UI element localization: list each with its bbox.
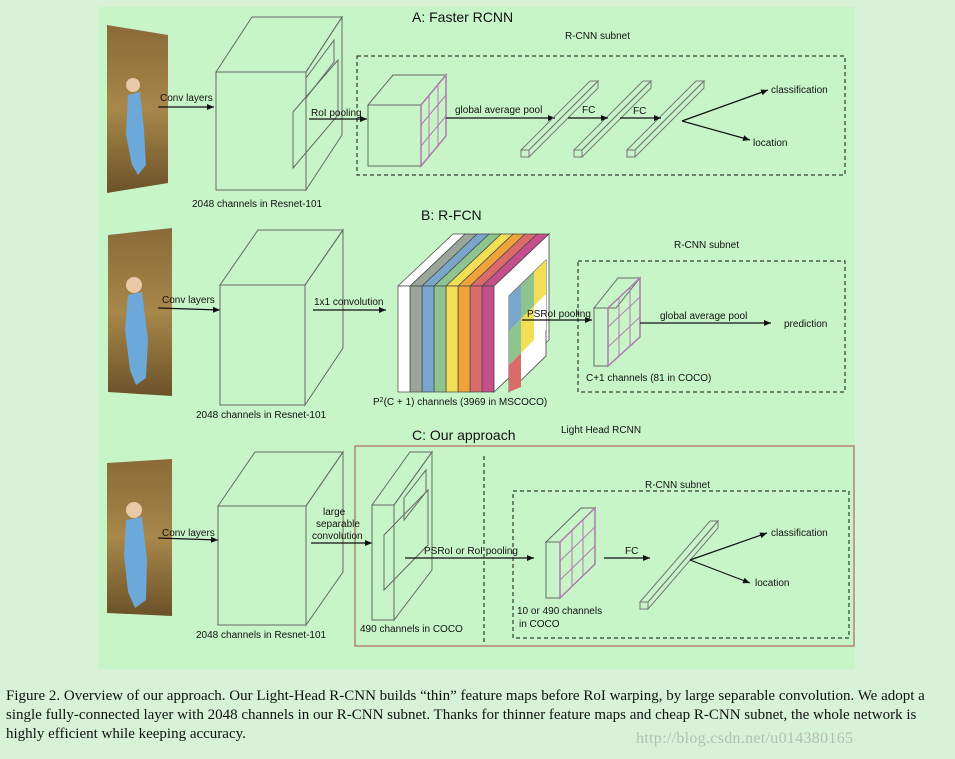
panel-a-location-arrow — [681, 120, 751, 142]
panel-c-large-label-1: large — [323, 507, 346, 518]
panel-b-pooled-grid — [592, 276, 642, 368]
panel-a-conv-label: Conv layers — [160, 93, 213, 104]
panel-a-classification-label: classification — [771, 85, 828, 96]
score-map-slab — [445, 285, 459, 393]
score-map-slab — [397, 285, 411, 393]
panel-c-head-label: Light Head RCNN — [561, 425, 641, 436]
panel-c-fc-label: FC — [625, 546, 638, 557]
panel-c-light-head-box — [354, 445, 855, 647]
panel-b-prediction-label: prediction — [784, 319, 827, 330]
panel-b-cplus1-label: C+1 channels (81 in COCO) — [586, 373, 711, 384]
panel-c-input-photo — [107, 459, 172, 616]
panel-a-pooled-grid — [366, 72, 448, 169]
panel-c-ten-label-1: 10 or 490 channels — [517, 606, 602, 617]
panel-b-position-grid — [508, 258, 547, 394]
panel-a-roi-label: RoI pooling — [311, 108, 362, 119]
panel-c-fc-bar — [638, 519, 720, 611]
panel-a-input-photo — [107, 25, 168, 193]
panel-b-conv-arrow — [157, 306, 221, 313]
panel-a-subnet-box — [356, 55, 846, 176]
panel-c-subnet-box — [512, 490, 850, 639]
panel-a-title: A: Faster RCNN — [412, 9, 513, 25]
score-map-slab — [421, 285, 435, 393]
score-map-slab — [457, 285, 471, 393]
panel-c-large-label-3: convolution — [312, 531, 363, 542]
panel-a-gap-label: global average pool — [455, 105, 542, 116]
panel-c-coco490-label: 490 channels in COCO — [360, 624, 463, 635]
panel-a-classification-arrow — [681, 89, 769, 122]
panel-c-feature-box — [217, 450, 344, 627]
panel-a-fc2-label: FC — [633, 106, 646, 117]
panel-b-gap-label: global average pool — [660, 311, 747, 322]
panel-c-our-approach: C: Our approach Light Head RCNN Conv lay… — [107, 425, 855, 647]
panel-a-subnet-label: R-CNN subnet — [565, 31, 630, 42]
score-map-slab — [469, 285, 483, 393]
panel-a-feature-box — [215, 15, 343, 192]
panel-b-subnet-label: R-CNN subnet — [674, 240, 739, 251]
panel-b-input-photo — [108, 228, 172, 396]
panel-b-subnet-box — [577, 260, 846, 393]
panel-c-pooling-label: PSRoI or RoI pooling — [424, 546, 518, 557]
panel-c-channels-label: 2048 channels in Resnet-101 — [196, 630, 327, 641]
panel-b-conv1x1-label: 1x1 convolution — [314, 297, 384, 308]
panel-b-r-fcn: B: R-FCN R-CNN subnet Conv layers 2048 c… — [108, 207, 846, 421]
panel-a-fc1-label: FC — [582, 105, 595, 116]
panel-b-psroi-label: PSRoI pooling — [527, 309, 591, 320]
panel-c-large-label-2: separable — [316, 519, 360, 530]
watermark: http://blog.csdn.net/u014380165 — [636, 730, 854, 747]
score-map-slab — [409, 285, 423, 393]
panel-a-location-label: location — [753, 138, 787, 149]
panel-b-channels-label: 2048 channels in Resnet-101 — [196, 410, 327, 421]
panel-a-fc-bars — [519, 79, 706, 159]
panel-c-conv-arrow — [157, 536, 219, 543]
panel-b-p2-label: P2(C + 1) channels (3969 in MSCOCO) — [373, 397, 547, 409]
panel-c-classification-label: classification — [771, 528, 828, 539]
panel-c-classification-arrow — [689, 532, 768, 561]
panel-b-conv-label: Conv layers — [162, 295, 215, 306]
panel-c-thin-feature-map — [371, 450, 433, 622]
panel-c-pooled-grid — [544, 506, 597, 600]
score-map-slab — [481, 285, 495, 393]
panel-c-title: C: Our approach — [412, 427, 516, 443]
figure-caption: Figure 2. Overview of our approach. Our … — [6, 688, 925, 742]
panel-c-location-arrow — [689, 559, 751, 584]
score-map-slab — [433, 285, 447, 393]
panel-a-channels-label: 2048 channels in Resnet-101 — [192, 199, 323, 210]
panel-c-subnet-label: R-CNN subnet — [645, 480, 710, 491]
panel-c-location-label: location — [755, 578, 789, 589]
panel-b-feature-box — [219, 228, 344, 407]
panel-a-faster-rcnn: A: Faster RCNN R-CNN subnet Conv layers … — [107, 9, 846, 210]
panel-b-title: B: R-FCN — [421, 207, 482, 223]
panel-c-ten-label-2: in COCO — [519, 619, 560, 630]
panel-c-conv-label: Conv layers — [162, 528, 215, 539]
